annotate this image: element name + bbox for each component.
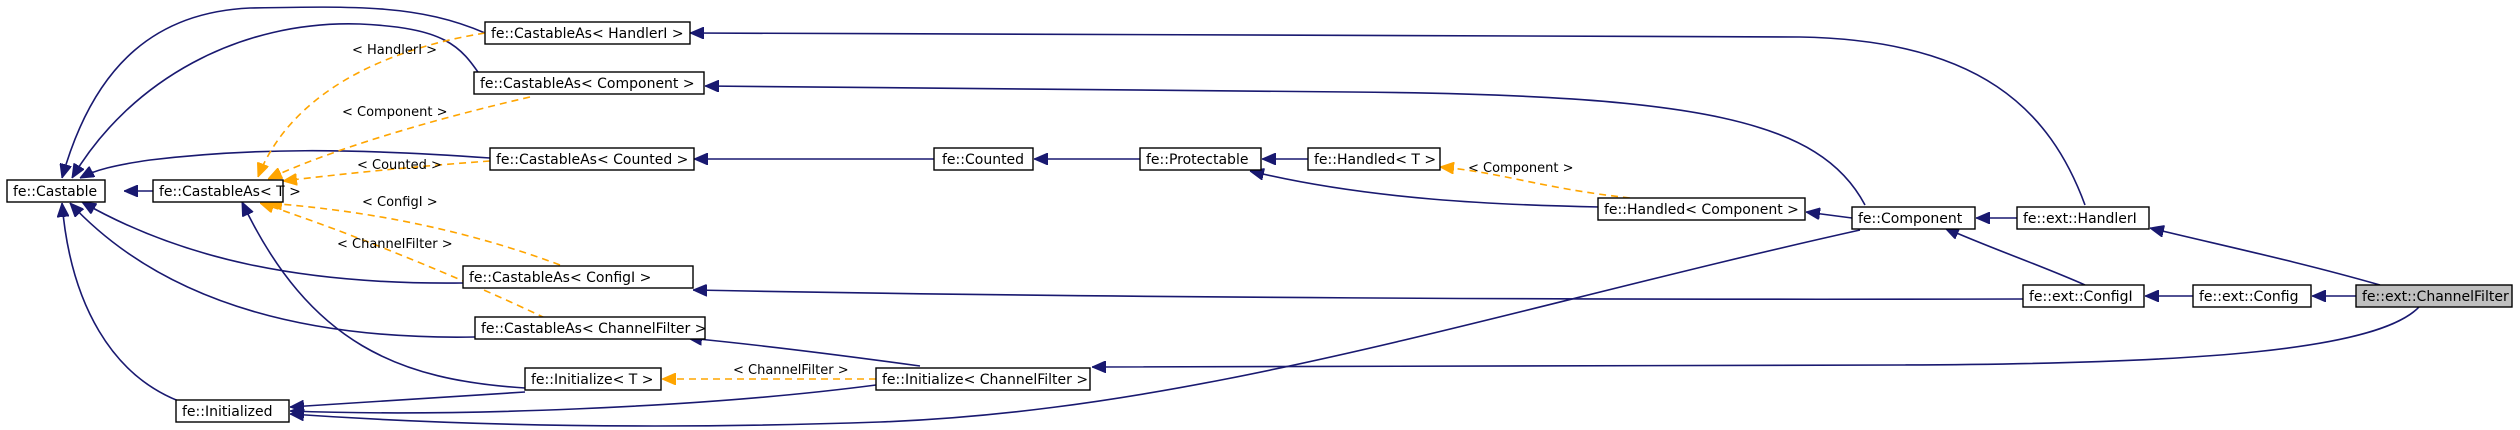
node-castable-as-channel-filter[interactable]: fe::CastableAs< ChannelFilter >: [474, 316, 706, 340]
edge-initialized-to-castable: [62, 203, 191, 406]
node-label: fe::CastableAs< Component >: [480, 76, 695, 92]
edge-component-to-handled-component: [1806, 212, 1853, 218]
node-castable-as-config-i[interactable]: fe::CastableAs< ConfigI >: [462, 265, 694, 289]
node-handled-component[interactable]: fe::Handled< Component >: [1597, 197, 1806, 221]
edge-initialize-channel-filter-to-castable-as-channel-filter: [688, 338, 921, 367]
node-castable-as-component[interactable]: fe::CastableAs< Component >: [473, 71, 705, 95]
edge-label-channel-filter: < ChannelFilter >: [337, 237, 453, 252]
node-castable-as-handler-i[interactable]: fe::CastableAs< HandlerI >: [484, 21, 691, 45]
edge-label-group: < HandlerI > < Component > < Counted > <…: [337, 43, 1574, 378]
edge-initialize-t-to-castable-as-t: [241, 202, 526, 389]
node-label: fe::CastableAs< ChannelFilter >: [481, 321, 706, 337]
template-edge-config-i: [268, 203, 561, 266]
node-label: fe::ext::ChannelFilter: [2362, 289, 2509, 305]
node-label: fe::Handled< T >: [1314, 152, 1436, 168]
node-label: fe::ext::Config: [2199, 289, 2298, 305]
node-component[interactable]: fe::Component: [1851, 206, 1976, 230]
template-edge-handled-component: [1440, 167, 1631, 199]
node-config[interactable]: fe::ext::Config: [2192, 284, 2312, 308]
template-edge-counted: [283, 160, 491, 181]
template-edge-handler-i: [258, 32, 486, 177]
node-initialized[interactable]: fe::Initialized: [175, 399, 290, 423]
node-counted[interactable]: fe::Counted: [933, 147, 1034, 171]
edge-channel-filter-to-handler-i: [2150, 228, 2381, 286]
edge-castable-as-counted-to-castable: [80, 149, 491, 179]
node-initialize-channel-filter[interactable]: fe::Initialize< ChannelFilter >: [875, 367, 1091, 391]
node-handler-i[interactable]: fe::ext::HandlerI: [2016, 206, 2150, 230]
edge-castable-as-handler-i-to-castable: [62, 6, 486, 178]
node-initialize-t[interactable]: fe::Initialize< T >: [524, 367, 662, 391]
node-label: fe::Handled< Component >: [1604, 202, 1799, 218]
edge-label-handled-component: < Component >: [1468, 161, 1574, 176]
edge-initialize-channel-filter-to-initialized: [290, 384, 877, 413]
node-label: fe::Component: [1858, 211, 1963, 227]
node-label: fe::CastableAs< Counted >: [496, 152, 688, 168]
edge-label-counted: < Counted >: [357, 158, 442, 173]
edge-initialize-t-to-initialized: [290, 391, 526, 407]
node-castable-as-counted[interactable]: fe::CastableAs< Counted >: [489, 147, 695, 171]
edge-label-config-i: < ConfigI >: [362, 195, 438, 210]
edge-group: [62, 6, 2421, 427]
edge-castable-as-config-i-to-castable: [82, 201, 464, 284]
template-edge-channel-filter: [260, 203, 546, 319]
node-castable[interactable]: fe::Castable: [6, 179, 106, 203]
node-label: fe::CastableAs< T >: [159, 184, 301, 200]
edge-config-i-to-component: [1945, 227, 2086, 286]
node-channel-filter[interactable]: fe::ext::ChannelFilter: [2355, 284, 2513, 308]
node-label: fe::Initialize< ChannelFilter >: [882, 372, 1088, 388]
node-config-i[interactable]: fe::ext::ConfigI: [2022, 284, 2145, 308]
node-label: fe::Castable: [13, 184, 97, 200]
node-label: fe::ext::HandlerI: [2023, 211, 2137, 227]
edge-castable-as-channel-filter-to-castable: [70, 203, 476, 338]
edge-handler-i-to-castable-as-handler-i: [690, 33, 2086, 206]
node-castable-as-t[interactable]: fe::CastableAs< T >: [152, 179, 301, 203]
node-protectable[interactable]: fe::Protectable: [1139, 147, 1262, 171]
template-edge-component: [268, 96, 531, 180]
edge-channel-filter-to-initialize-channel-filter: [1092, 305, 2421, 367]
node-label: fe::Counted: [942, 152, 1024, 168]
node-label: fe::CastableAs< HandlerI >: [491, 26, 684, 42]
node-label: fe::Initialized: [182, 404, 272, 420]
edge-castable-as-component-to-castable: [71, 23, 483, 178]
edge-config-i-to-castable-as-config-i: [693, 290, 2024, 301]
node-label: fe::ext::ConfigI: [2029, 289, 2133, 305]
node-label: fe::CastableAs< ConfigI >: [469, 270, 651, 286]
edge-label-handler-i: < HandlerI >: [352, 43, 437, 58]
edge-component-to-initialized: [290, 229, 1861, 427]
edge-handled-component-to-protectable: [1250, 171, 1601, 208]
node-handled-t[interactable]: fe::Handled< T >: [1307, 147, 1441, 171]
edge-label-component: < Component >: [342, 105, 448, 120]
node-label: fe::Initialize< T >: [531, 372, 653, 388]
edge-label-initialize-channel-filter: < ChannelFilter >: [733, 363, 849, 378]
edge-component-to-castable-as-component: [705, 86, 1866, 206]
node-label: fe::Protectable: [1146, 152, 1248, 168]
